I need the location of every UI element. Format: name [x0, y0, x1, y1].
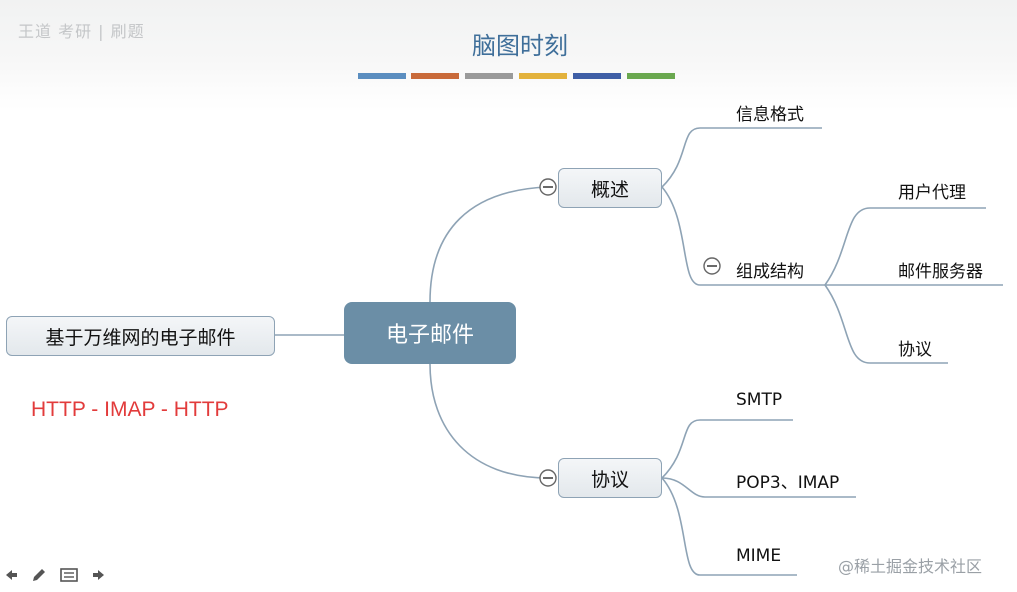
watermark: @稀土掘金技术社区 — [838, 557, 983, 576]
color-bar-blue — [358, 73, 406, 79]
overview-node[interactable]: 概述 — [558, 168, 662, 208]
center-node-email[interactable]: 电子邮件 — [344, 302, 516, 364]
annotation-text: HTTP - IMAP - HTTP — [31, 398, 229, 421]
connector-protocol-leaf — [824, 284, 948, 364]
color-bar-gray — [465, 73, 513, 79]
leaf-mail-server[interactable]: 邮件服务器 — [898, 262, 983, 282]
leaf-pop3-imap[interactable]: POP3、IMAP — [736, 473, 840, 493]
connector-protocols — [429, 363, 549, 479]
color-bar-green — [627, 73, 675, 79]
leaf-info-format[interactable]: 信息格式 — [736, 105, 804, 125]
leaf-mime[interactable]: MIME — [736, 546, 782, 566]
arrow-right-icon[interactable] — [90, 565, 110, 585]
leaf-composition[interactable]: 组成结构 — [736, 262, 804, 282]
logo: 王道 考研 | 刷题 — [18, 22, 145, 41]
arrow-left-icon[interactable] — [0, 565, 20, 585]
connector-pop3 — [661, 477, 856, 498]
menu-icon[interactable] — [59, 565, 79, 585]
connector-mime — [661, 477, 797, 576]
connector-smtp — [661, 419, 793, 479]
color-bar-orange — [411, 73, 459, 79]
leaf-user-agent[interactable]: 用户代理 — [898, 183, 966, 203]
pen-icon[interactable] — [29, 565, 49, 585]
leaf-smtp[interactable]: SMTP — [736, 390, 783, 410]
connector-user-agent — [824, 207, 986, 286]
page-title: 脑图时刻 — [472, 32, 568, 60]
color-bar-yellow — [519, 73, 567, 79]
color-bar-navy — [573, 73, 621, 79]
connector-info-format — [661, 127, 822, 188]
connector-composition — [661, 186, 825, 286]
web-email-node[interactable]: 基于万维网的电子邮件 — [6, 316, 275, 356]
leaf-protocol[interactable]: 协议 — [898, 340, 932, 360]
protocols-node[interactable]: 协议 — [558, 458, 662, 498]
connector-overview — [429, 186, 549, 303]
